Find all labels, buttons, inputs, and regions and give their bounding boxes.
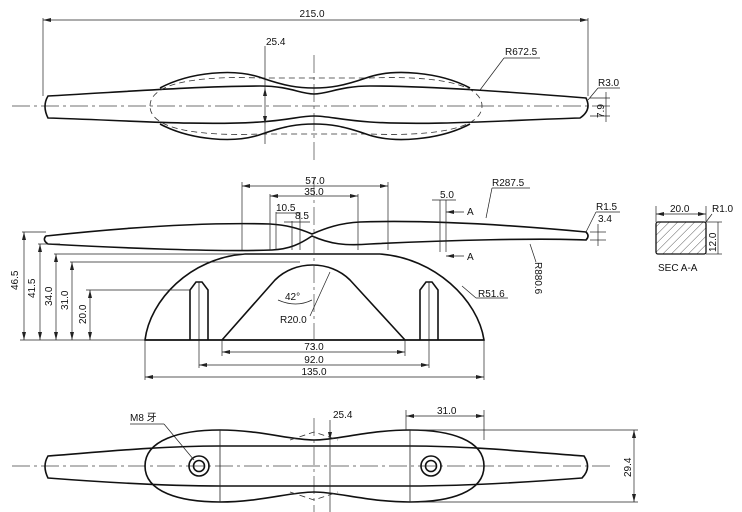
dim-92-label: 92.0 <box>304 355 324 366</box>
r672-label: R672.5 <box>505 47 538 58</box>
dim-25-4-top-label: 25.4 <box>266 37 286 48</box>
dim-8-5-label: 8.5 <box>295 211 309 222</box>
top-view: 215.0 25.4 R672.5 R3.0 7.9 <box>12 9 620 160</box>
dim-5-label: 5.0 <box>440 190 454 201</box>
section-profile <box>655 221 707 255</box>
arrowhead <box>70 262 74 270</box>
left-hole <box>188 455 210 477</box>
arrowhead <box>38 244 42 252</box>
front-base-outline <box>144 253 485 341</box>
dim-215-label: 215.0 <box>299 9 324 20</box>
arrowhead <box>397 350 405 354</box>
dim-46-5-label: 46.5 <box>10 270 21 290</box>
section-mark-bottom: A <box>467 252 474 263</box>
arrowhead <box>54 254 58 262</box>
r880-label: R880.6 <box>532 262 543 295</box>
top-view-body-outline <box>44 85 589 125</box>
angle-arc <box>277 299 313 305</box>
arrowhead <box>270 194 278 198</box>
sec-label: SEC A-A <box>658 263 698 274</box>
arrowhead <box>22 332 26 340</box>
arrowhead <box>38 332 42 340</box>
arrowhead <box>632 494 636 502</box>
right-hole-inner <box>424 459 438 473</box>
dim-29-4-label: 29.4 <box>623 457 634 477</box>
r672-leader <box>479 57 505 91</box>
r880-leader <box>529 243 537 263</box>
arrowhead <box>263 88 267 96</box>
arrowhead <box>22 232 26 240</box>
arrowhead <box>421 363 429 367</box>
front-horn-outline <box>43 220 589 252</box>
arrowhead <box>580 18 588 22</box>
r3-label: R3.0 <box>598 78 620 89</box>
sec-width-label: 20.0 <box>670 204 690 215</box>
dim-3-4-label: 3.4 <box>598 214 612 225</box>
r51-leader <box>461 285 477 299</box>
dim-10-5-label: 10.5 <box>276 203 296 214</box>
arrowhead <box>43 18 51 22</box>
arrowhead <box>446 210 454 214</box>
section-a-a: 20.0 R1.0 12.0 SEC A-A <box>655 204 734 274</box>
r20-leader <box>309 271 331 317</box>
top-view-base-upper <box>159 71 471 89</box>
dim-35-label: 35.0 <box>304 187 324 198</box>
r51-label: R51.6 <box>478 289 505 300</box>
m8-label: M8 牙 <box>130 412 157 424</box>
top-view-hidden-base <box>149 77 483 135</box>
arrowhead <box>350 194 358 198</box>
bottom-dim-25-4-label: 25.4 <box>333 410 353 421</box>
arrowhead <box>656 212 664 216</box>
arrowhead <box>698 212 706 216</box>
arrowhead <box>88 290 92 298</box>
dim-135-label: 135.0 <box>301 367 326 378</box>
arrowhead <box>406 414 414 418</box>
dim-31-label: 31.0 <box>60 290 71 310</box>
sec-r1-leader <box>705 213 713 223</box>
arrowhead <box>199 363 207 367</box>
m8-leader <box>163 423 195 461</box>
bottom-horn-outline <box>44 445 589 487</box>
arrowhead <box>380 184 388 188</box>
arrowhead <box>242 184 250 188</box>
top-view-base-lower <box>159 123 471 141</box>
r1-5-label: R1.5 <box>596 202 618 213</box>
arrowhead <box>54 332 58 340</box>
dim-34-label: 34.0 <box>44 286 55 306</box>
r1-5-leader <box>585 211 597 233</box>
left-hole-inner <box>192 459 206 473</box>
arrowhead <box>632 430 636 438</box>
arrowhead <box>476 414 484 418</box>
dim-57-label: 57.0 <box>305 176 325 187</box>
dim-41-5-label: 41.5 <box>27 278 38 298</box>
sec-height-label: 12.0 <box>708 232 719 252</box>
r20-label: R20.0 <box>280 315 307 326</box>
r287-label: R287.5 <box>492 178 525 189</box>
arrowhead <box>263 116 267 124</box>
bottom-base-outline <box>144 429 485 503</box>
dim-20-label: 20.0 <box>78 304 89 324</box>
arrowhead <box>145 375 153 379</box>
arrowhead <box>476 375 484 379</box>
r3-leader <box>587 87 599 101</box>
bottom-view: M8 牙 25.4 31.0 29.4 <box>12 406 638 512</box>
bottom-dim-31-label: 31.0 <box>437 406 457 417</box>
front-inner-arch <box>221 264 406 341</box>
right-hole <box>420 455 442 477</box>
sec-r1-label: R1.0 <box>712 204 734 215</box>
r287-leader <box>485 187 493 219</box>
angle-label: 42° <box>285 292 300 303</box>
section-mark-top: A <box>467 207 474 218</box>
arrowhead <box>328 432 332 440</box>
arrowhead <box>222 350 230 354</box>
dim-7-9-label: 7.9 <box>596 104 607 118</box>
arrowhead <box>88 332 92 340</box>
arrowhead <box>446 254 454 258</box>
arrowhead <box>70 332 74 340</box>
front-view: 57.0 35.0 10.5 8.5 5.0 A A R287.5 <box>10 176 620 380</box>
dim-73-label: 73.0 <box>304 342 324 353</box>
